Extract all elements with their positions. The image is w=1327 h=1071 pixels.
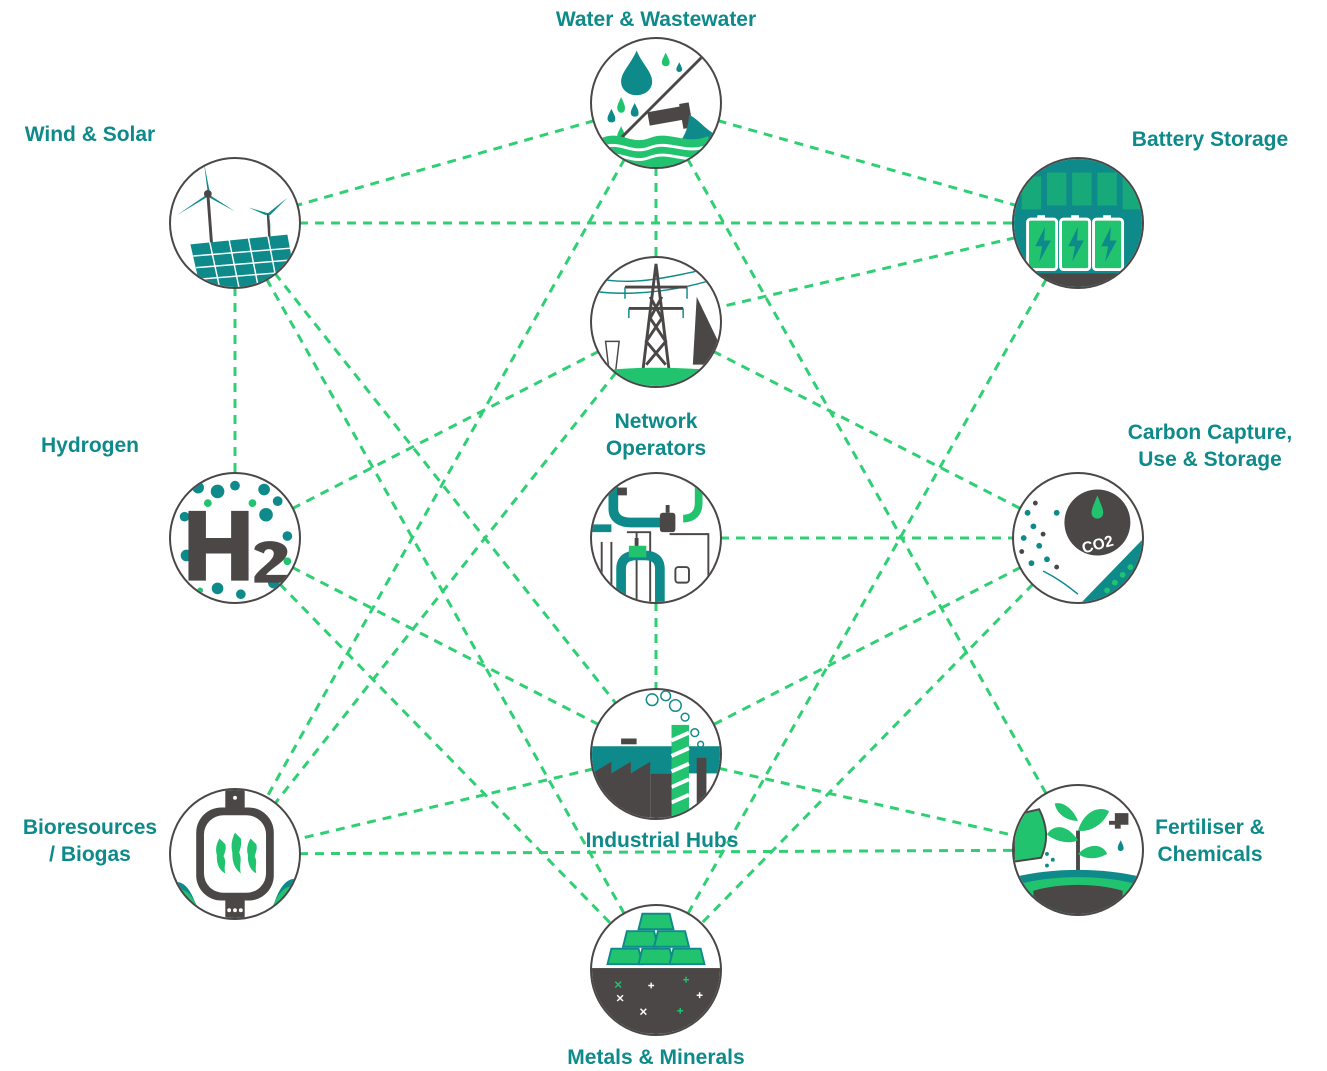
node-hydrogen[interactable] [169, 472, 301, 604]
wind-turbine-solar-panel-icon [176, 162, 298, 287]
node-carbon-capture[interactable]: CO2 [1012, 472, 1144, 604]
label-wind-solar: Wind & Solar [24, 123, 156, 146]
label-industrial-hubs: Industrial Hubs [585, 829, 739, 852]
label-fertiliser-line1: Fertiliser & [1155, 816, 1265, 839]
label-network-line1: Network [614, 410, 698, 433]
pipes-valves-icon [592, 474, 710, 602]
power-pylon-icon [592, 263, 720, 386]
label-bioresources: Bioresources / Biogas [0, 814, 180, 868]
connection-carbon-industrial [655, 536, 1079, 756]
factory-chimney-icon [592, 690, 720, 818]
connection-carbon-metals [654, 536, 1080, 972]
node-network-operators[interactable] [590, 256, 722, 388]
connection-bio-fertiliser [234, 848, 1079, 856]
connection-hydrogen-metals [233, 536, 658, 972]
label-fertiliser-line2: Chemicals [1157, 843, 1263, 866]
connection-water-wind [234, 101, 657, 225]
node-pipes[interactable] [590, 472, 722, 604]
h2-molecule-icon [179, 480, 293, 600]
connection-hydrogen-industrial [234, 536, 657, 756]
label-water-wastewater: Water & Wastewater [555, 8, 757, 31]
label-network-operators: Network Operators [560, 408, 752, 462]
connection-battery-network [655, 221, 1079, 324]
label-carbon-capture: Carbon Capture, Use & Storage [1100, 419, 1320, 473]
node-metals-minerals[interactable] [590, 904, 722, 1036]
co2-gauge-icon: CO2 [1019, 489, 1142, 602]
label-hydrogen: Hydrogen [40, 434, 139, 457]
node-bioresources[interactable] [169, 788, 301, 920]
label-fertiliser: Fertiliser & Chemicals [1130, 814, 1290, 868]
node-industrial-hubs[interactable] [590, 688, 722, 820]
plant-sprout-icon [1014, 803, 1142, 914]
label-network-line2: Operators [605, 437, 707, 460]
label-carbon-line2: Use & Storage [1138, 448, 1282, 471]
connection-wind-industrial [233, 222, 658, 755]
label-bio-line2: / Biogas [49, 843, 131, 866]
connection-industrial-bio [234, 752, 657, 856]
water-drop-pipe-icon [592, 39, 720, 167]
connection-network-bio [233, 321, 658, 855]
battery-icon [1014, 159, 1142, 287]
connection-industrial-fertiliser [655, 752, 1079, 852]
node-wind-solar[interactable] [169, 157, 301, 289]
node-water-wastewater[interactable] [590, 37, 722, 169]
label-metals-minerals: Metals & Minerals [567, 1046, 745, 1069]
label-bio-line1: Bioresources [22, 816, 158, 839]
node-fertiliser[interactable] [1012, 784, 1144, 916]
label-battery-storage: Battery Storage [1131, 128, 1289, 151]
biogas-flame-tank-icon [171, 790, 299, 918]
node-battery-storage[interactable] [1012, 157, 1144, 289]
gold-bars-icon [592, 912, 720, 1034]
label-carbon-line1: Carbon Capture, [1127, 421, 1293, 444]
